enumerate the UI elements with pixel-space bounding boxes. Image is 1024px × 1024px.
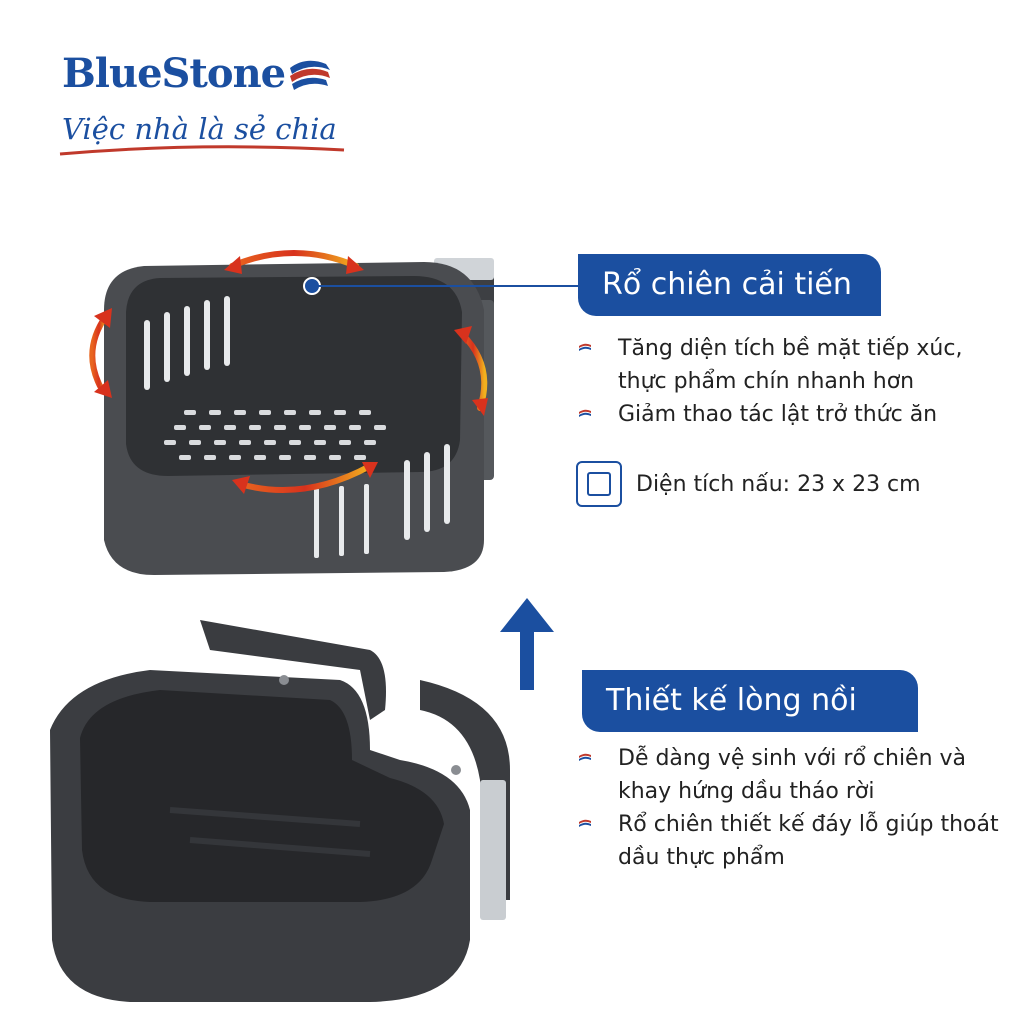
cooking-area-label: Diện tích nấu: 23 x 23 cm: [636, 472, 921, 497]
brand-tagline: Việc nhà là sẻ chia: [62, 112, 337, 146]
section-basket-title: Rổ chiên cải tiến: [578, 254, 881, 316]
logo-mark-icon: [290, 60, 330, 90]
fryer-basket-image: [89, 250, 494, 575]
list-item: Giảm thao tác lật trở thức ăn: [578, 398, 1018, 431]
list-item: Dễ dàng vệ sinh với rổ chiên và khay hứn…: [578, 742, 1018, 808]
bullet-icon: [579, 753, 591, 761]
section-pot-title: Thiết kế lòng nồi: [582, 670, 918, 732]
bullet-icon: [579, 409, 591, 417]
tagline-underline: [59, 145, 345, 156]
fryer-pot-image: [50, 620, 510, 1002]
callout-line: [312, 285, 580, 287]
section-pot-bullets: Dễ dàng vệ sinh với rổ chiên và khay hứn…: [578, 742, 1018, 874]
up-arrow-icon: [500, 598, 554, 690]
list-item: Rổ chiên thiết kế đáy lỗ giúp thoát dầu …: [578, 808, 1018, 874]
section-basket-bullets: Tăng diện tích bề mặt tiếp xúc, thực phẩ…: [578, 332, 1018, 431]
bullet-icon: [579, 819, 591, 827]
bullet-icon: [579, 343, 591, 351]
area-square-icon: [576, 461, 622, 507]
brand-logo-text: BlueStone: [62, 50, 286, 97]
list-item: Tăng diện tích bề mặt tiếp xúc, thực phẩ…: [578, 332, 1018, 398]
